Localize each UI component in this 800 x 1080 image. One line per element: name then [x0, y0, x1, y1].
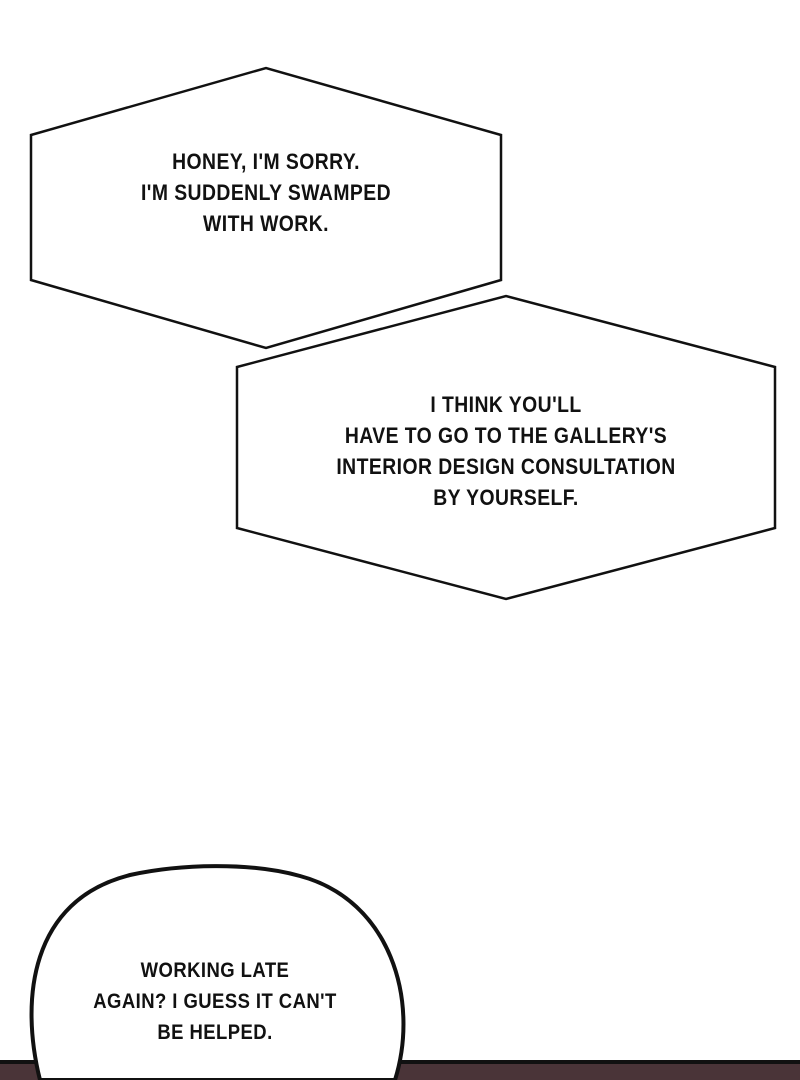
speech-bubble-round-3: [29, 864, 406, 1080]
bubble-1-text: HONEY, I'M SORRY. I'M SUDDENLY SWAMPED W…: [134, 146, 398, 239]
bubble-line: HAVE TO GO TO THE GALLERY'S: [344, 423, 668, 448]
speech-bubble-hexagon-2: [235, 294, 777, 601]
bubble-line: INTERIOR DESIGN CONSULTATION: [336, 454, 676, 479]
speech-bubble-hexagon-1: [29, 66, 503, 350]
bubble-line: AGAIN? I GUESS IT CAN'T: [93, 990, 337, 1013]
bubble-2-text: I THINK YOU'LL HAVE TO GO TO THE GALLERY…: [330, 389, 682, 513]
bubble-line: BE HELPED.: [157, 1021, 273, 1044]
bubble-3-text: WORKING LATE AGAIN? I GUESS IT CAN'T BE …: [70, 955, 360, 1048]
bubble-line: WITH WORK.: [203, 211, 329, 236]
bubble-line: I'M SUDDENLY SWAMPED: [140, 180, 392, 205]
bubble-line: HONEY, I'M SORRY.: [172, 149, 360, 174]
bubble-line: I THINK YOU'LL: [430, 392, 582, 417]
bubble-line: WORKING LATE: [140, 959, 290, 982]
bubble-line: BY YOURSELF.: [433, 485, 579, 510]
